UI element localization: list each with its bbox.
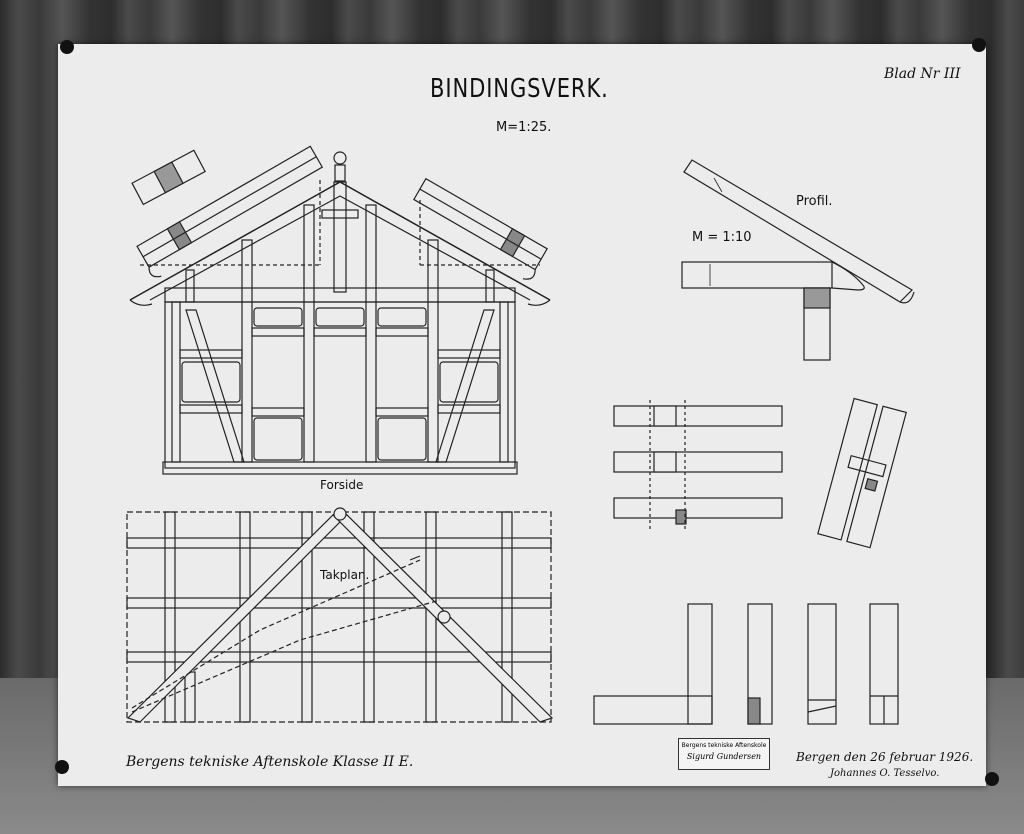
- signature: Johannes O. Tesselvo.: [830, 768, 940, 779]
- pin-top-left: [60, 40, 74, 54]
- pin-top-right: [972, 38, 986, 52]
- pin-bottom-right: [985, 772, 999, 786]
- profile-scale-label: M = 1:10: [692, 230, 752, 245]
- front-elevation: [129, 151, 551, 475]
- roof-plan: [126, 507, 554, 723]
- post-sections: [593, 603, 899, 725]
- rafter-detail-left: [136, 145, 324, 278]
- profile-detail: [681, 159, 915, 361]
- date-line: Bergen den 26 februar 1926.: [796, 750, 974, 764]
- sheet-number: Blad Nr III: [884, 66, 961, 82]
- rafter-detail-right: [413, 177, 548, 280]
- school-stamp: Bergens tekniske Aftenskole Sigurd Gunde…: [678, 738, 770, 770]
- profile-label: Profil.: [796, 194, 833, 209]
- stamp-line-1: Bergens tekniske Aftenskole: [681, 742, 767, 749]
- joint-details: [613, 397, 907, 549]
- pin-bottom-left: [55, 760, 69, 774]
- stamp-line-2: Sigurd Gundersen: [686, 752, 762, 761]
- school-line: Bergens tekniske Aftenskole Klasse II E.: [126, 754, 414, 770]
- drawing-scale: M=1:25.: [496, 120, 552, 135]
- front-view-label: Forside: [320, 478, 364, 492]
- drawing-title: BINDINGSVERK.: [430, 74, 609, 104]
- roof-plan-label: Takplan.: [320, 568, 370, 582]
- rafter-detail-small: [131, 149, 206, 206]
